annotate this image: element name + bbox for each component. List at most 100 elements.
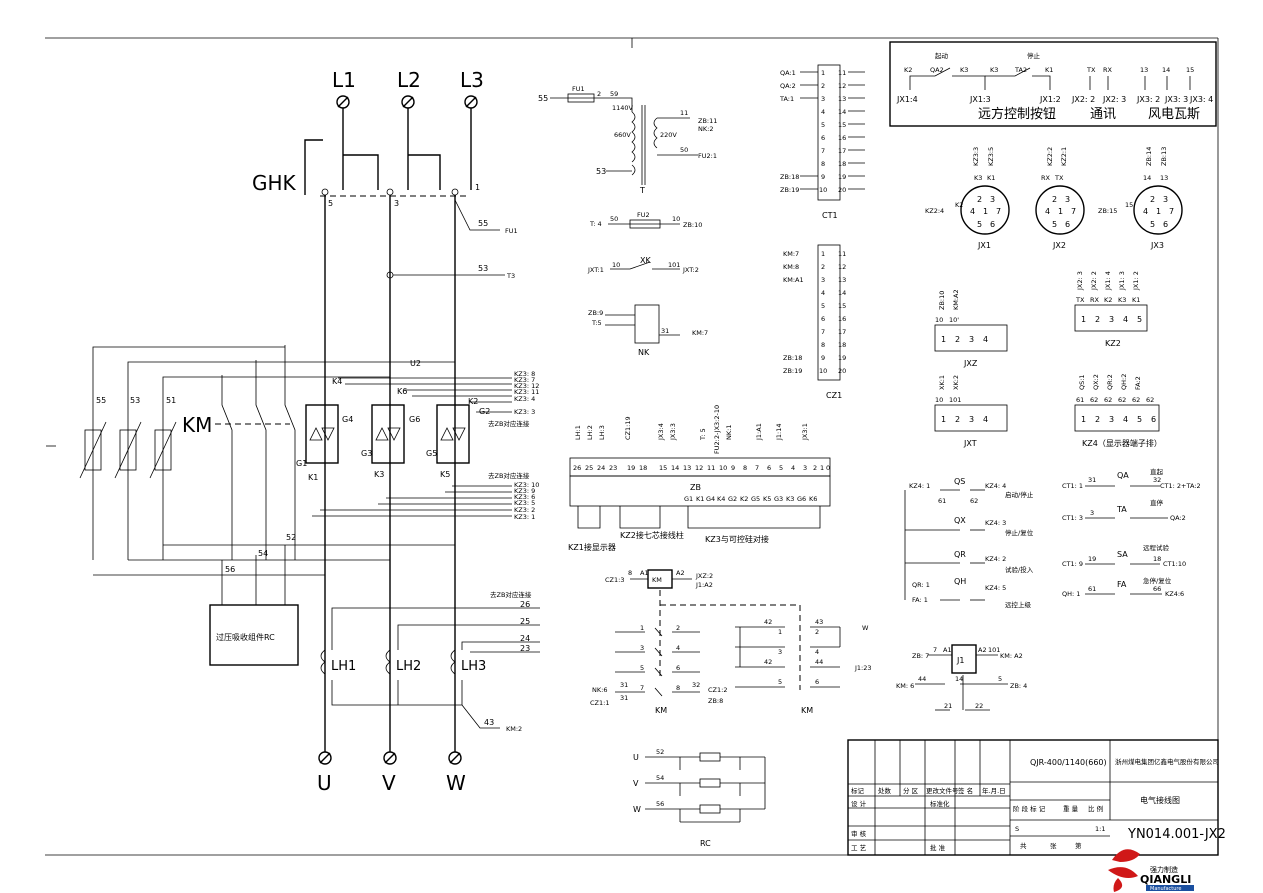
control-switches-right: CT1: 1 CT1: 3 CT1: 9 QH: 1 31 32 3 19 18…: [1062, 467, 1201, 598]
svg-text:K3: K3: [990, 66, 998, 74]
svg-text:7: 7: [1071, 207, 1076, 216]
svg-text:FU2:2-JX3:2-10: FU2:2-JX3:2-10: [713, 405, 721, 454]
svg-text:18: 18: [838, 341, 846, 349]
svg-text:A2: A2: [978, 646, 987, 654]
svg-text:CT1: CT1: [822, 211, 838, 220]
svg-text:SA: SA: [1117, 550, 1128, 559]
svg-text:JX1:3: JX1:3: [969, 95, 991, 104]
svg-text:16: 16: [838, 315, 846, 323]
svg-text:KZ2接七芯接线柱: KZ2接七芯接线柱: [620, 530, 684, 540]
svg-text:13: 13: [838, 95, 846, 103]
svg-text:7: 7: [933, 646, 937, 654]
svg-text:CZ1: CZ1: [826, 391, 842, 400]
svg-text:5: 5: [1137, 315, 1142, 324]
svg-text:61: 61: [938, 497, 946, 505]
svg-text:共: 共: [1020, 841, 1027, 850]
svg-text:K3: K3: [1118, 296, 1126, 304]
svg-text:K3: K3: [974, 174, 982, 182]
svg-text:10: 10: [672, 215, 680, 223]
svg-text:KZ1接显示器: KZ1接显示器: [568, 542, 616, 552]
svg-text:18: 18: [1153, 555, 1161, 563]
svg-text:JX3: 2: JX3: 2: [1136, 95, 1160, 104]
svg-text:CZ1:2: CZ1:2: [708, 686, 727, 694]
svg-text:8: 8: [743, 464, 747, 472]
svg-text:10: 10: [935, 316, 943, 324]
svg-text:QX: QX: [954, 516, 966, 525]
svg-text:15: 15: [659, 464, 667, 472]
svg-text:LH:2: LH:2: [586, 425, 594, 440]
svg-text:U: U: [633, 753, 639, 762]
svg-text:11: 11: [707, 464, 715, 472]
svg-text:4: 4: [676, 644, 680, 652]
svg-text:TA:1: TA:1: [779, 95, 794, 103]
svg-text:21: 21: [944, 702, 952, 710]
svg-text:4: 4: [983, 415, 988, 424]
svg-text:JX3: JX3: [1150, 241, 1164, 250]
wire-55: 55: [478, 219, 488, 228]
svg-text:阶 段 标 记: 阶 段 标 记: [1013, 804, 1046, 813]
svg-text:K3: K3: [374, 470, 384, 479]
svg-text:31: 31: [620, 681, 628, 689]
svg-text:ZB: 4: ZB: 4: [1010, 682, 1027, 690]
svg-text:K1: K1: [1132, 296, 1140, 304]
svg-text:25: 25: [520, 617, 530, 626]
svg-text:6: 6: [821, 315, 825, 323]
svg-text:J1:A2: J1:A2: [695, 581, 713, 589]
svg-text:9: 9: [821, 354, 825, 362]
svg-text:KZ3: 2: KZ3: 2: [514, 506, 535, 514]
svg-text:FA: FA: [1117, 580, 1127, 589]
svg-text:4: 4: [1143, 207, 1148, 216]
svg-text:第: 第: [1075, 841, 1082, 850]
svg-text:TA: TA: [1116, 505, 1127, 514]
svg-text:QH: 1: QH: 1: [1062, 590, 1080, 598]
svg-text:2: 2: [813, 464, 817, 472]
svg-text:KM:2: KM:2: [506, 725, 522, 733]
svg-text:JXT: JXT: [963, 439, 977, 448]
svg-text:8: 8: [676, 684, 680, 692]
svg-text:FA: 1: FA: 1: [912, 596, 928, 604]
svg-text:23: 23: [609, 464, 617, 472]
svg-text:KZ3: 3: KZ3: 3: [514, 408, 535, 416]
svg-text:2: 2: [815, 628, 819, 636]
svg-text:G2: G2: [728, 495, 737, 503]
svg-text:31: 31: [661, 327, 669, 335]
l2-label: L2: [397, 68, 421, 92]
svg-text:K1: K1: [1045, 66, 1053, 74]
svg-text:K5: K5: [440, 470, 450, 479]
svg-text:J1: J1: [956, 656, 964, 665]
svg-text:远方控制按钮: 远方控制按钮: [978, 106, 1056, 122]
svg-text:K2: K2: [1104, 296, 1112, 304]
svg-text:KZ2: KZ2: [1105, 339, 1121, 348]
svg-text:急停/复位: 急停/复位: [1143, 576, 1172, 585]
svg-text:FU1: FU1: [505, 227, 518, 235]
svg-text:Manufacture: Manufacture: [1150, 886, 1181, 892]
svg-text:A1: A1: [640, 569, 649, 577]
svg-text:ZB: 7: ZB: 7: [912, 652, 929, 660]
rc-box: [209, 604, 299, 666]
svg-text:32: 32: [692, 681, 700, 689]
svg-text:7: 7: [640, 684, 644, 692]
svg-text:LH3: LH3: [461, 659, 486, 674]
svg-text:KZ4: 4: KZ4: 4: [985, 482, 1006, 490]
svg-text:TX: TX: [1086, 66, 1096, 74]
svg-text:6: 6: [1163, 220, 1168, 229]
svg-text:4: 4: [815, 648, 819, 656]
svg-text:0: 0: [826, 464, 830, 472]
svg-text:KM:A2: KM:A2: [952, 289, 960, 310]
svg-text:2: 2: [1150, 195, 1155, 204]
svg-text:张: 张: [1050, 841, 1057, 850]
svg-text:XK: XK: [640, 256, 651, 265]
svg-text:T3: T3: [506, 272, 515, 280]
svg-text:KZ3: 4: KZ3: 4: [514, 395, 535, 403]
svg-text:24: 24: [597, 464, 605, 472]
svg-text:3: 3: [1109, 315, 1114, 324]
svg-text:2: 2: [955, 415, 960, 424]
qiangli-logo: 强力制造 QIANGLI Manufacture: [1108, 849, 1194, 892]
drawing-code: YN014.001-JX2: [1127, 827, 1226, 842]
svg-text:JX1:2: JX1:2: [1039, 95, 1061, 104]
ghk-term-1: 1: [475, 183, 480, 192]
svg-text:62: 62: [1104, 396, 1112, 404]
svg-text:9: 9: [731, 464, 735, 472]
svg-text:ZB:10: ZB:10: [683, 221, 702, 229]
rc-label: 过压吸收组件RC: [216, 632, 275, 642]
